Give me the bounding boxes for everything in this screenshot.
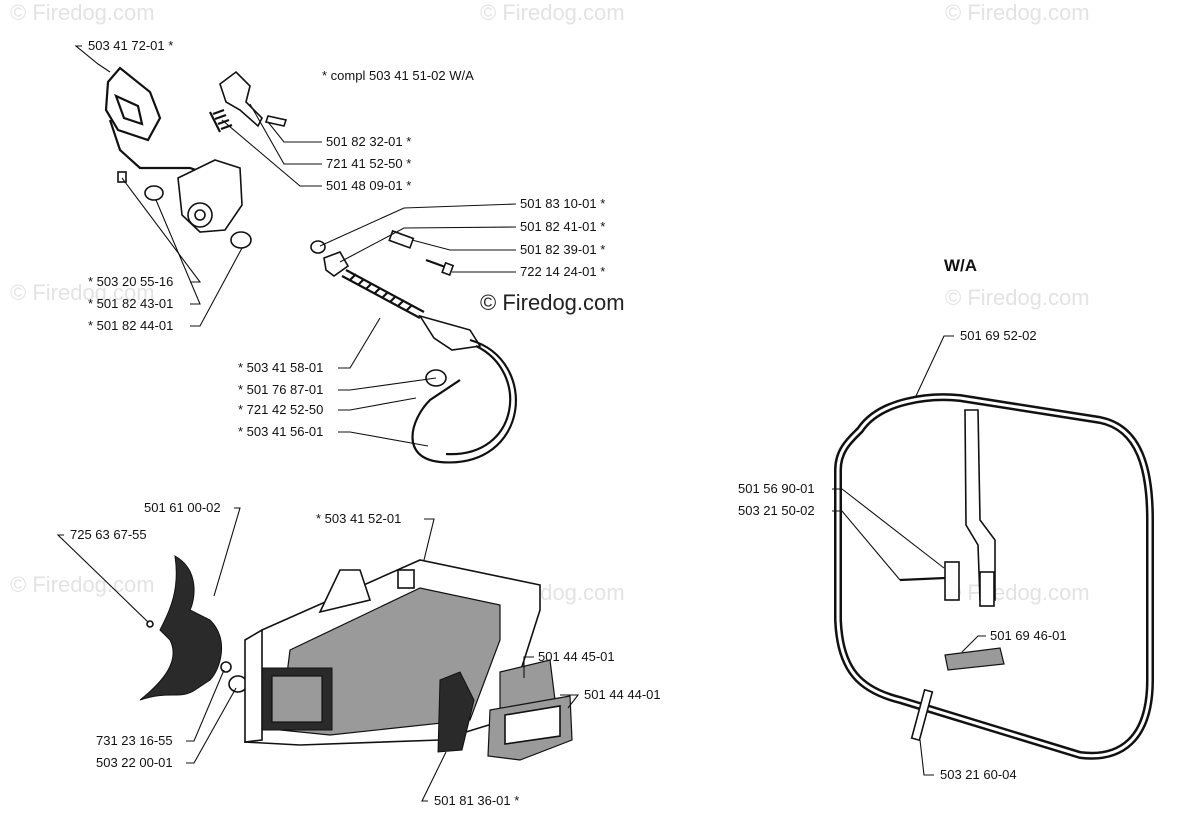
part-label-501-82-44-01: * 501 82 44-01 [88,318,173,333]
assembly-note: * compl 503 41 51-02 W/A [322,68,474,83]
part-label-501-69-46-01: 501 69 46-01 [990,628,1067,643]
part-label-501-76-87-01: * 501 76 87-01 [238,382,323,397]
part-label-501-69-52-02: 501 69 52-02 [960,328,1037,343]
part-label-503-20-55-16: * 503 20 55-16 [88,274,173,289]
part-label-721-41-52-50: 721 41 52-50 * [326,156,411,171]
part-label-501-82-39-01: 501 82 39-01 * [520,242,605,257]
part-label-501-83-10-01: 501 83 10-01 * [520,196,605,211]
part-label-503-41-58-01: * 503 41 58-01 [238,360,323,375]
part-label-503-22-00-01: 503 22 00-01 [96,755,173,770]
front-handle-drawing [834,393,1154,760]
part-label-731-23-16-55: 731 23 16-55 [96,733,173,748]
watermark-8: © Firedog.com [945,580,1090,605]
lever-spring-drawing [209,70,288,133]
watermark-5: © Firedog.com [945,285,1090,310]
part-label-503-21-60-04: 503 21 60-04 [940,767,1017,782]
watermark-4: © Firedog.com [10,280,155,305]
bar-plate-drawing [437,659,573,761]
part-label-725-63-67-55: 725 63 67-55 [70,527,147,542]
watermark-3: © Firedog.com [945,0,1090,25]
leader-lines [56,45,986,802]
part-label-722-14-24-01: 722 14 24-01 * [520,264,605,279]
part-label-721-42-52-50: * 721 42 52-50 [238,402,323,417]
link-bolt-drawing [310,229,455,277]
part-label-503-41-72-01: 503 41 72-01 * [88,38,173,53]
watermarks: © Firedog.com © Firedog.com © Firedog.co… [10,0,1090,605]
watermark-center: © Firedog.com [480,290,625,315]
section-title-wa: W/A [944,256,977,275]
part-label-501-48-09-01: 501 48 09-01 * [326,178,411,193]
part-labels: 503 41 72-01 * * compl 503 41 51-02 W/A … [70,38,1067,808]
part-label-501-44-44-01: 501 44 44-01 [584,687,661,702]
part-label-503-41-56-01: * 503 41 56-01 [238,424,323,439]
part-label-501-61-00-02: 501 61 00-02 [144,500,221,515]
part-label-503-41-52-01: * 503 41 52-01 [316,511,401,526]
chain-brake-handle-drawing [104,66,252,249]
part-label-501-81-36-01: 501 81 36-01 * [434,793,519,808]
watermark-6: © Firedog.com [10,572,155,597]
part-label-503-21-50-02: 503 21 50-02 [738,503,815,518]
part-label-501-44-45-01: 501 44 45-01 [538,649,615,664]
chain-guard-drawing [139,555,248,701]
watermark-1: © Firedog.com [10,0,155,25]
brake-band-drawing [341,269,517,464]
watermark-2: © Firedog.com [480,0,625,25]
part-label-501-56-90-01: 501 56 90-01 [738,481,815,496]
part-label-501-82-32-01: 501 82 32-01 * [326,134,411,149]
part-label-501-82-41-01: 501 82 41-01 * [520,219,605,234]
part-label-501-82-43-01: * 501 82 43-01 [88,296,173,311]
